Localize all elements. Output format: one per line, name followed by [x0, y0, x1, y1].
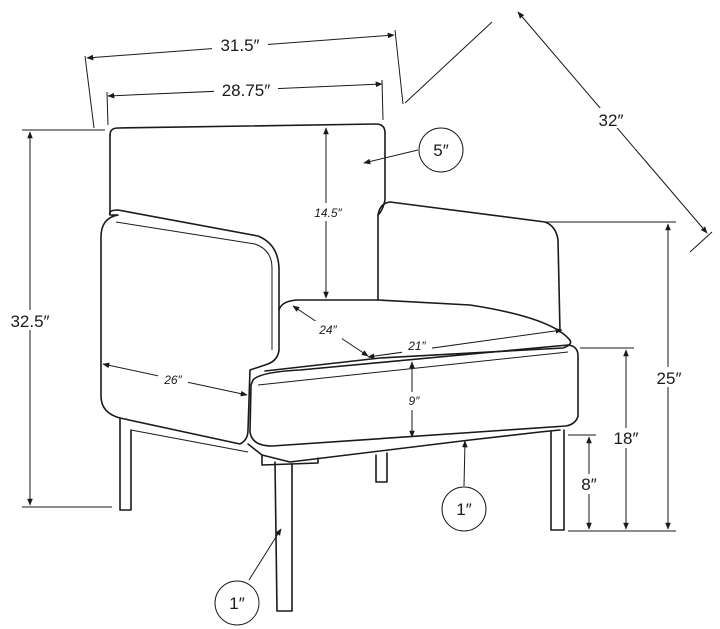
label-depth: 32″	[599, 111, 624, 130]
callout-leg-diameter-right: 1″	[441, 440, 487, 532]
label-back-thickness: 5″	[433, 141, 448, 160]
dim-arm-height: 25″	[545, 221, 686, 532]
front-left-leg	[274, 461, 293, 612]
dim-inner-width: 28.75″	[106, 79, 384, 126]
label-overall-width: 31.5″	[220, 36, 259, 55]
back-leg	[375, 452, 388, 483]
dim-arm-length: 26″	[102, 362, 248, 397]
callout-back-thickness: 5″	[363, 127, 464, 173]
label-leg-height: 8″	[581, 475, 596, 494]
right-arm	[377, 201, 561, 333]
callout-leg-diameter-front: 1″	[214, 528, 282, 626]
dim-seat-width: 21″	[367, 328, 563, 359]
badge-leg-diameter-right	[441, 486, 487, 532]
label-arm-height: 25″	[657, 369, 682, 388]
label-total-height: 32.5″	[10, 312, 49, 331]
dim-overall-width: 31.5″	[84, 29, 404, 129]
label-arm-length: 26″	[163, 373, 182, 387]
backrest	[109, 123, 386, 301]
label-leg-diameter-front: 1″	[229, 594, 244, 613]
label-back-height: 14.5″	[314, 206, 342, 220]
badge-back-thickness	[418, 127, 464, 173]
front-right-leg	[550, 429, 565, 531]
left-arm	[100, 209, 280, 445]
label-seat-height: 18″	[614, 429, 639, 448]
dim-total-height: 32.5″	[8, 129, 112, 508]
dim-cushion-thickness: 9″	[402, 361, 424, 438]
dim-leg-height: 8″	[568, 434, 601, 530]
dim-back-height: 14.5″	[306, 127, 348, 299]
badge-leg-diameter-front	[214, 580, 260, 626]
label-inner-width: 28.75″	[222, 81, 271, 100]
dim-seat-depth: 24″	[292, 305, 369, 357]
label-leg-diameter-back: 1″	[456, 500, 471, 519]
label-seat-depth: 24″	[318, 323, 337, 337]
label-seat-width: 21″	[407, 339, 426, 353]
dim-seat-height: 18″	[580, 347, 644, 530]
chair-drawing	[100, 123, 579, 612]
dim-depth: 32″	[404, 11, 713, 253]
label-cushion-thickness: 9″	[409, 394, 421, 408]
